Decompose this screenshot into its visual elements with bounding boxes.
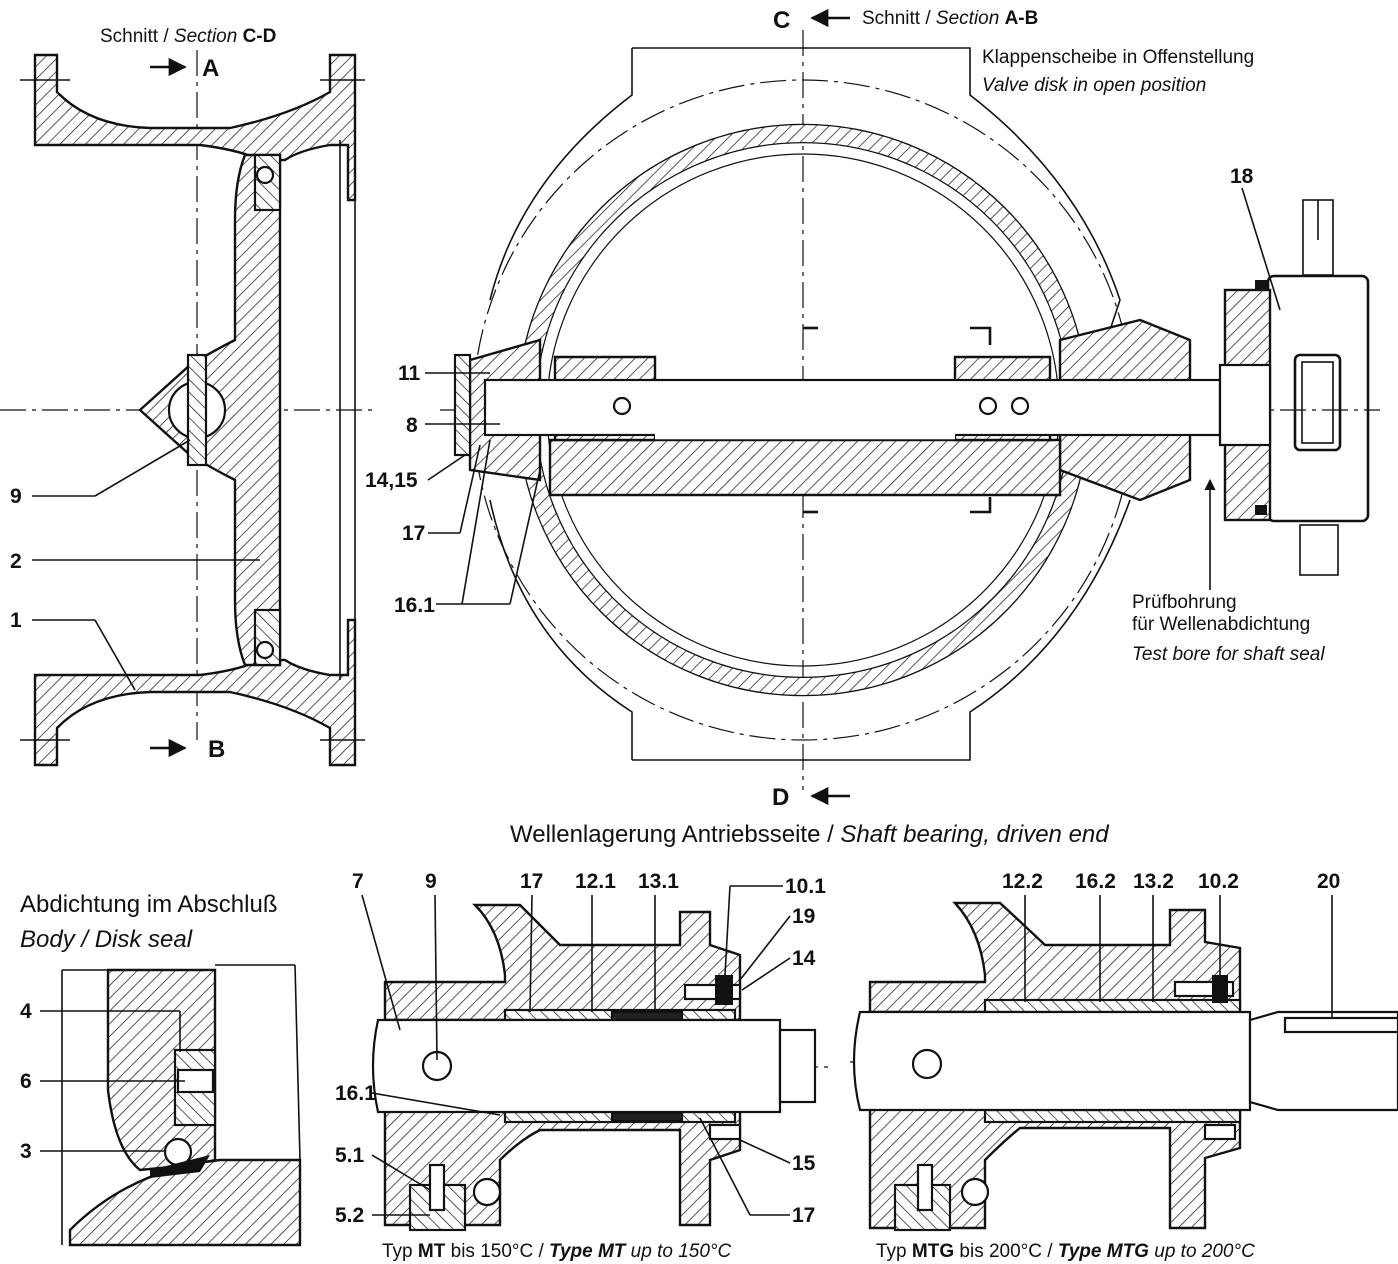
part-10-2: 10.2 bbox=[1198, 870, 1239, 893]
letter-d: D bbox=[772, 784, 789, 811]
test-bore-de-2: für Wellenabdichtung bbox=[1132, 614, 1310, 635]
part-12-2: 12.2 bbox=[1002, 870, 1043, 893]
part-17-center: 17 bbox=[402, 522, 425, 545]
seal-title-en: Body / Disk seal bbox=[20, 926, 193, 953]
seal-title-de: Abdichtung im Abschluß bbox=[20, 891, 277, 918]
part-9-mt: 9 bbox=[425, 870, 437, 893]
test-bore-en: Test bore for shaft seal bbox=[1132, 644, 1325, 665]
part-13-1: 13.1 bbox=[638, 870, 679, 893]
shaft-bearing-title: Wellenlagerung Antriebsseite / Shaft bea… bbox=[510, 821, 1109, 848]
section-ab-view: C Schnitt / Section A-B D Klappenscheibe… bbox=[365, 7, 1380, 811]
open-position-de: Klappenscheibe in Offenstellung bbox=[982, 47, 1254, 68]
letter-b: B bbox=[208, 736, 225, 763]
part-1-left: 1 bbox=[10, 609, 22, 632]
part-8: 8 bbox=[406, 414, 418, 437]
part-12-1: 12.1 bbox=[575, 870, 616, 893]
type-mt-view: 7 9 17 12.1 13.1 10.1 19 14 16.1 5.1 5.2… bbox=[335, 870, 830, 1262]
part-13-2: 13.2 bbox=[1133, 870, 1174, 893]
type-mtg-caption: Typ MTG bis 200°C / Type MTG up to 200°C bbox=[876, 1241, 1255, 1262]
part-19: 19 bbox=[792, 905, 815, 928]
part-14-mt: 14 bbox=[792, 947, 816, 970]
part-10-1: 10.1 bbox=[785, 875, 826, 898]
seal-detail-view: Abdichtung im Abschluß Body / Disk seal … bbox=[20, 891, 302, 1247]
part-6: 6 bbox=[20, 1070, 32, 1093]
part-17-mt-top: 17 bbox=[520, 870, 543, 893]
section-cd-title: Schnitt / Section C-D bbox=[100, 26, 276, 47]
section-ab-title: Schnitt / Section A-B bbox=[862, 8, 1038, 29]
part-5-2: 5.2 bbox=[335, 1204, 364, 1227]
part-9-left: 9 bbox=[10, 485, 22, 508]
part-16-1-mt: 16.1 bbox=[335, 1082, 376, 1105]
part-15: 15 bbox=[792, 1152, 816, 1175]
part-20: 20 bbox=[1317, 870, 1340, 893]
part-7: 7 bbox=[352, 870, 364, 893]
open-position-en: Valve disk in open position bbox=[982, 75, 1206, 96]
test-bore-de-1: Prüfbohrung bbox=[1132, 592, 1237, 613]
part-4: 4 bbox=[20, 1000, 32, 1023]
letter-c: C bbox=[773, 7, 790, 34]
part-2-left: 2 bbox=[10, 550, 22, 573]
part-5-1: 5.1 bbox=[335, 1144, 365, 1167]
part-16-2: 16.2 bbox=[1075, 870, 1116, 893]
type-mt-caption: Typ MT bis 150°C / Type MT up to 150°C bbox=[382, 1241, 732, 1262]
letter-a: A bbox=[202, 55, 219, 82]
part-17-mt-bottom: 17 bbox=[792, 1204, 815, 1227]
section-cd-view: Schnitt / Section C-D A B 9 2 1 bbox=[0, 26, 378, 767]
type-mtg-view: 12.2 16.2 13.2 10.2 20 Typ MTG bis 200°C… bbox=[850, 870, 1398, 1262]
part-11: 11 bbox=[398, 362, 421, 385]
part-16-1-center: 16.1 bbox=[394, 594, 435, 617]
part-3: 3 bbox=[20, 1140, 32, 1163]
part-14-15: 14,15 bbox=[365, 469, 418, 492]
part-18: 18 bbox=[1230, 165, 1254, 188]
